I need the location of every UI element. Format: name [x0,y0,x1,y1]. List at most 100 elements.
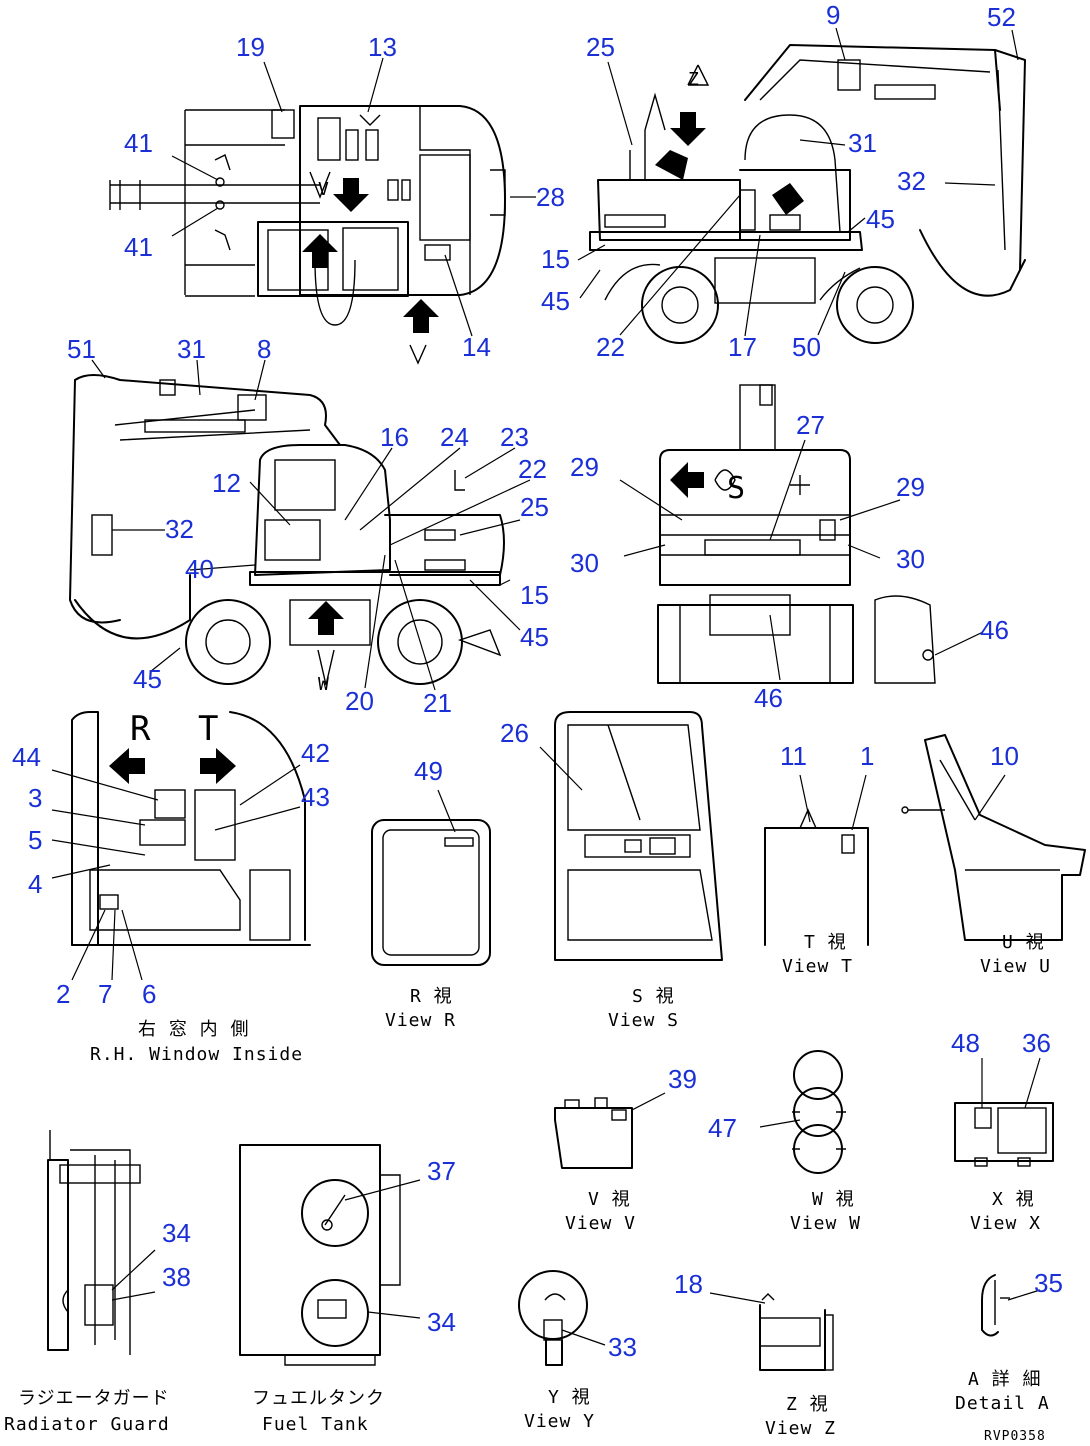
callout-24: 24 [440,422,469,452]
callout-4: 4 [28,869,42,899]
view-x-drawing [954,1057,1054,1167]
caption-radiator-guard-en: Radiator Guard [4,1414,170,1435]
caption-rh-window-en: R.H. Window Inside [90,1044,303,1065]
callout-12: 12 [212,468,241,498]
callout-27: 27 [796,410,825,440]
callout-16: 16 [380,422,409,452]
callout-15-top: 15 [541,244,570,274]
callout-34-right: 34 [427,1307,456,1337]
view-t-drawing [764,774,869,946]
captions: 右 窓 内 側 R.H. Window Inside R 視 View R S … [4,932,1050,1444]
callout-44: 44 [12,742,41,772]
callout-50: 50 [792,332,821,362]
top-view-drawing [109,57,536,365]
caption-view-y-jp: Y 視 [548,1387,591,1408]
caption-view-t-jp: T 視 [804,932,847,953]
callout-22-top: 22 [596,332,625,362]
callout-18: 18 [674,1269,703,1299]
callout-19: 19 [236,32,265,62]
callout-29-left: 29 [570,452,599,482]
callout-45-top-left: 45 [541,286,570,316]
caption-view-z-jp: Z 視 [786,1394,829,1415]
callout-17: 17 [728,332,757,362]
callout-33: 33 [608,1332,637,1362]
caption-view-r-jp: R 視 [410,986,453,1007]
view-v-drawing [554,1092,666,1169]
caption-detail-a-en: Detail A [955,1393,1050,1414]
callout-8: 8 [257,334,271,364]
caption-view-s-jp: S 視 [632,986,675,1007]
callout-10: 10 [990,741,1019,771]
right-side-view-drawing [69,359,531,691]
callout-3: 3 [28,783,42,813]
callout-21: 21 [423,688,452,718]
callout-1: 1 [860,741,874,771]
callout-14: 14 [462,332,491,362]
callout-26: 26 [500,718,529,748]
caption-view-r-en: View R [385,1010,456,1031]
caption-view-v-en: View V [565,1213,636,1234]
callout-11: 11 [780,741,807,771]
callout-20: 20 [345,686,374,716]
callout-38: 38 [162,1262,191,1292]
caption-view-x-en: View X [970,1213,1041,1234]
view-y-drawing [518,1270,606,1366]
callout-43: 43 [301,782,330,812]
view-letter-z: Z [688,69,700,90]
callout-34-left: 34 [162,1218,191,1248]
callout-45-mid-right: 45 [520,622,549,652]
callout-35: 35 [1034,1268,1063,1298]
view-r-drawing [371,789,491,966]
callout-52: 52 [987,2,1016,32]
view-letter-s: S [727,471,746,506]
callout-6: 6 [142,979,156,1009]
callout-22-mid: 22 [518,454,547,484]
callout-40: 40 [185,554,214,584]
callout-numbers: 19 13 41 41 28 14 25 9 52 31 32 15 45 45… [12,0,1063,1362]
callout-37: 37 [427,1156,456,1186]
caption-fuel-tank-en: Fuel Tank [262,1414,369,1435]
caption-view-z-en: View Z [765,1418,836,1439]
caption-view-w-en: View W [790,1213,861,1234]
callout-31-mid: 31 [177,334,206,364]
callout-25-mid: 25 [520,492,549,522]
callout-49: 49 [414,756,443,786]
callout-2: 2 [56,979,70,1009]
callout-45-mid-left: 45 [133,664,162,694]
caption-radiator-guard-jp: ラジエータガード [18,1388,170,1409]
callout-41-upper: 41 [124,128,153,158]
callout-45-top-right: 45 [866,204,895,234]
callout-39: 39 [668,1064,697,1094]
view-letter-v-top: V [318,179,330,200]
callout-28: 28 [536,182,565,212]
view-u-drawing [901,734,1086,941]
callout-46-right: 46 [980,615,1009,645]
callout-7: 7 [98,979,112,1009]
drawing-number: RVP0358 [984,1429,1046,1444]
callout-29-right: 29 [896,472,925,502]
radiator-guard-drawing [47,1130,156,1355]
left-side-view-drawing [577,27,1026,344]
detail-a-drawing [981,1274,1041,1337]
view-letter-labels: V Z W R T S [130,69,746,749]
view-letter-t: T [198,709,219,749]
caption-detail-a-jp: A 詳 細 [968,1369,1042,1390]
callout-9: 9 [826,0,840,30]
caption-fuel-tank-jp: フュエルタンク [252,1388,385,1409]
callout-15-mid: 15 [520,580,549,610]
caption-rh-window-jp: 右 窓 内 側 [138,1019,250,1040]
view-z-drawing [709,1292,834,1371]
callout-41-lower: 41 [124,232,153,262]
callout-13: 13 [368,32,397,62]
fuel-tank-drawing [239,1144,421,1366]
callout-30-right: 30 [896,544,925,574]
view-letter-w: W [318,674,330,695]
view-letter-r: R [130,709,151,749]
callout-32-mid: 32 [165,514,194,544]
callout-25-top: 25 [586,32,615,62]
view-s-drawing [539,711,723,961]
callout-30-left: 30 [570,548,599,578]
view-w-drawing [759,1050,846,1174]
callout-46-bottom: 46 [754,683,783,713]
